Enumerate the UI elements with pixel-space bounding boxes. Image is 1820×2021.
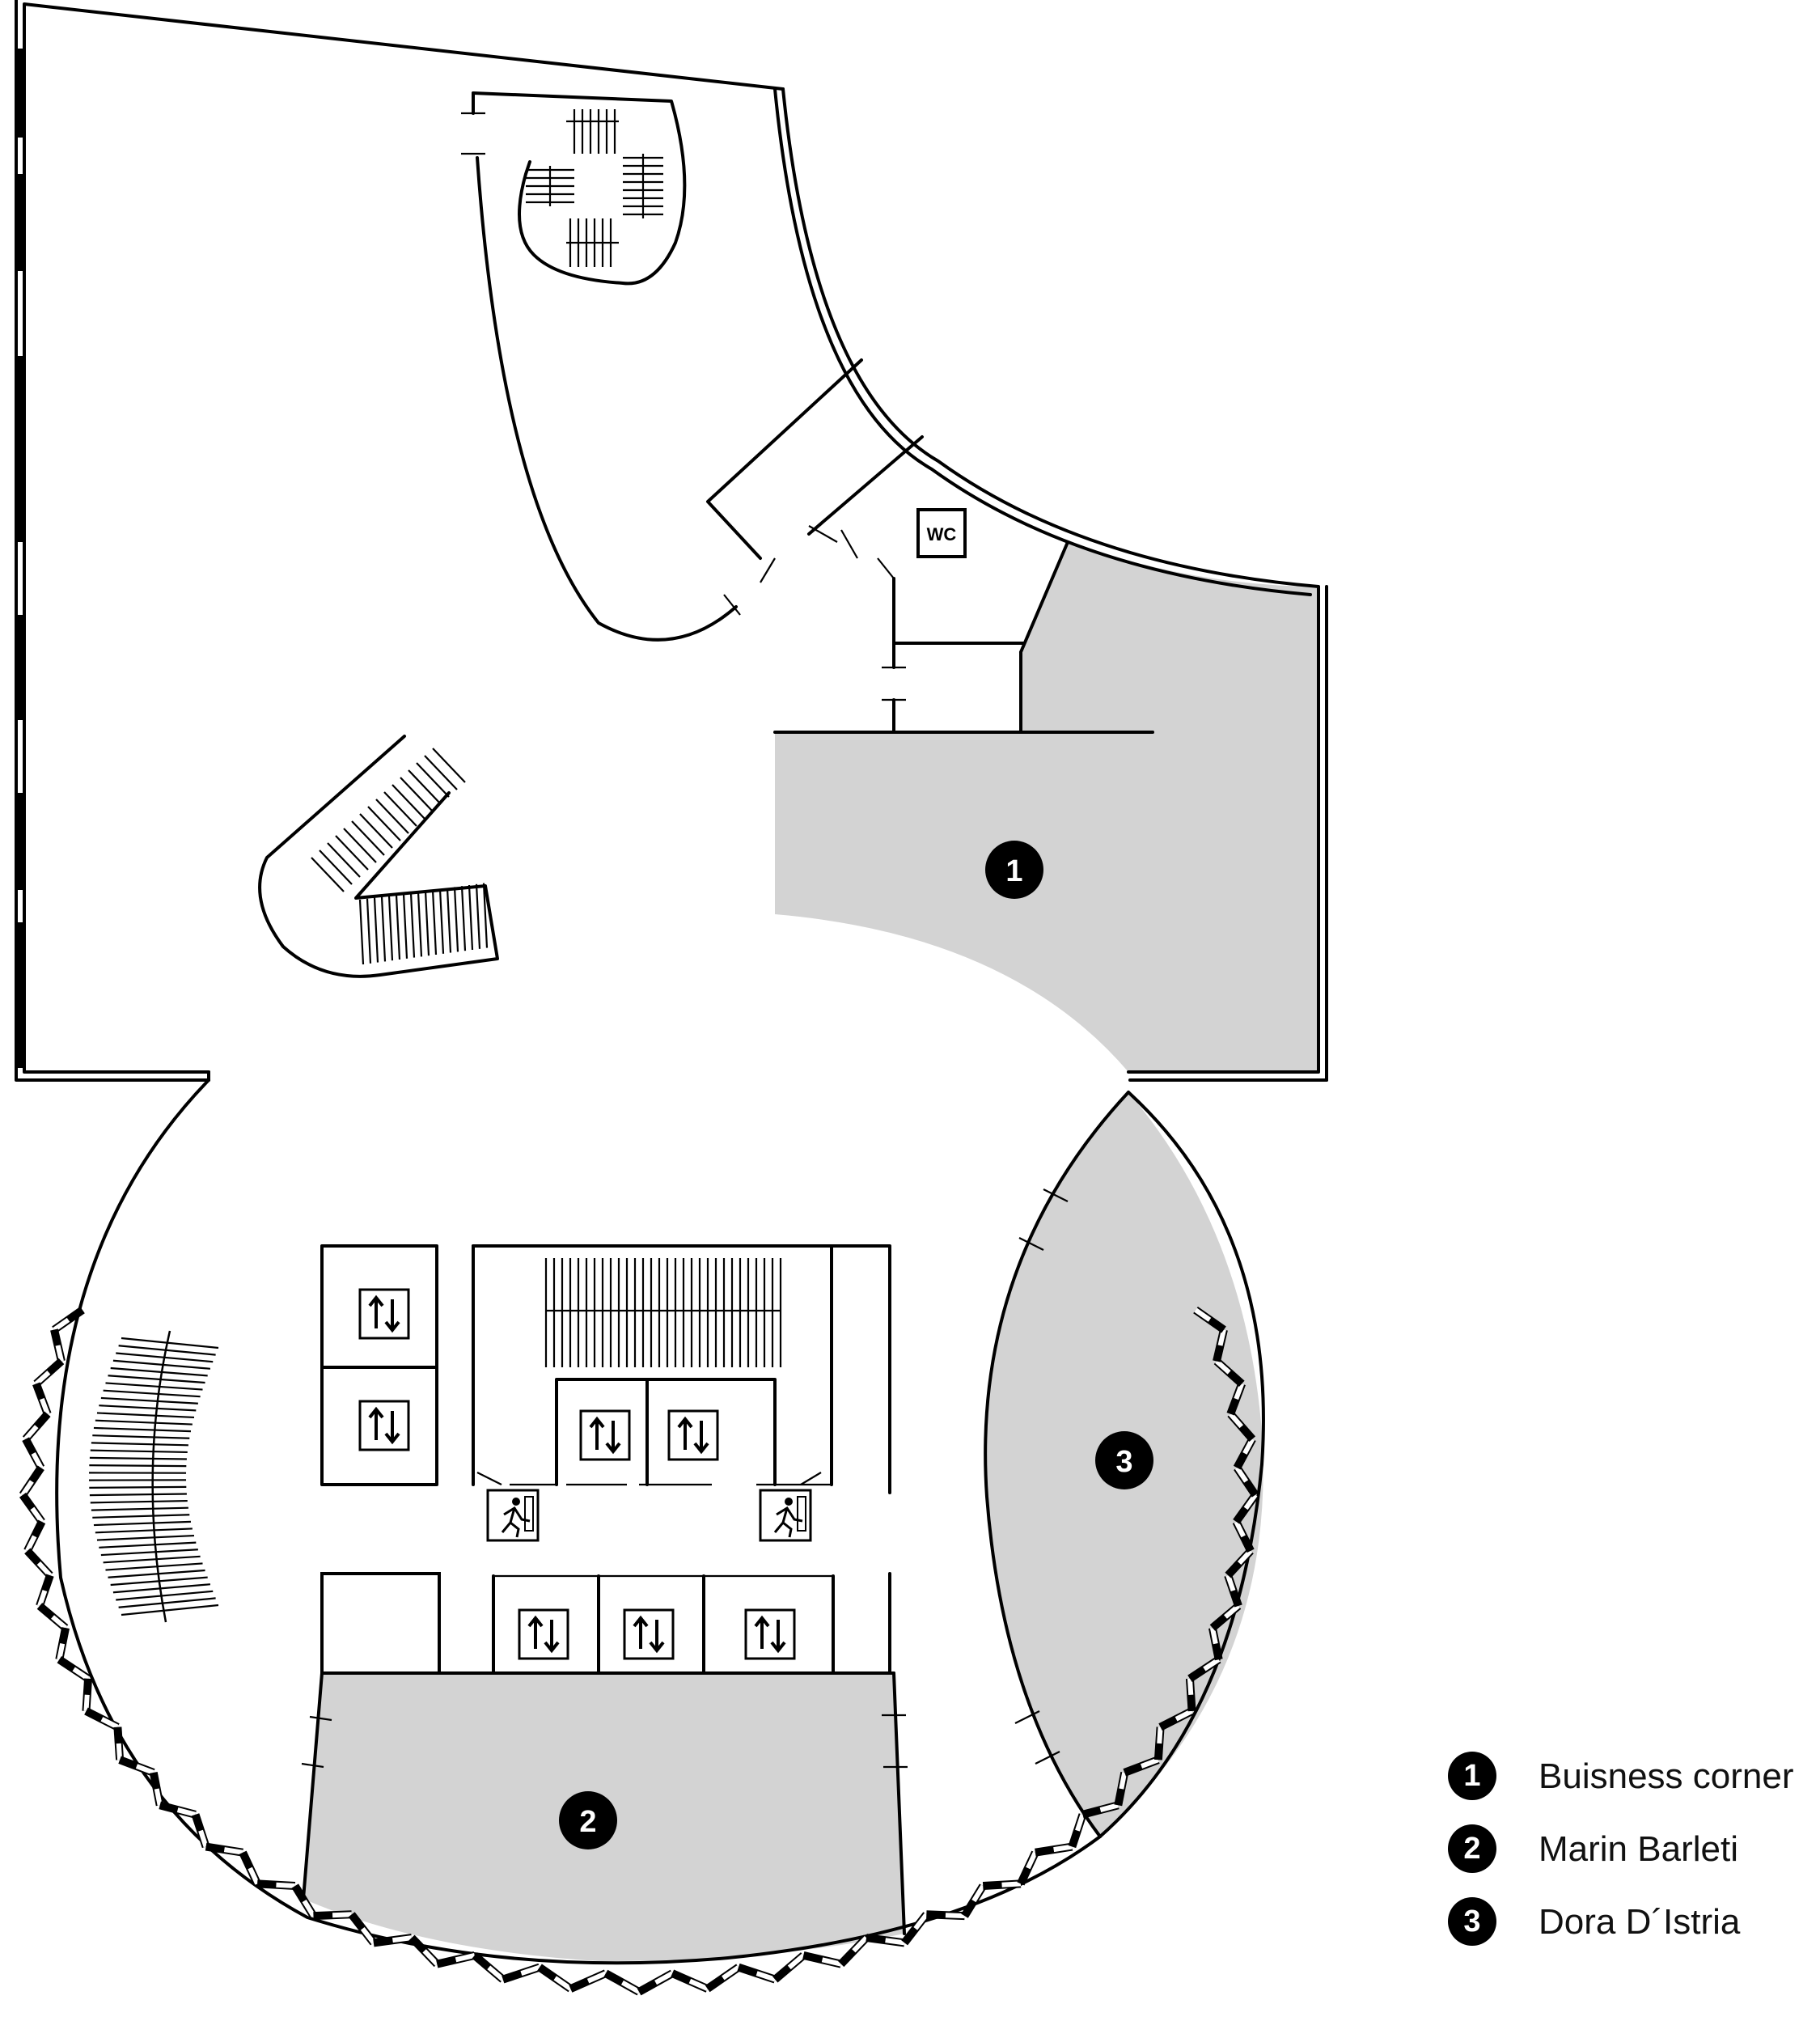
elevator-icon bbox=[358, 1400, 410, 1451]
legend: 1 Buisness corner 2 Marin Barleti 3 Dora… bbox=[1448, 1752, 1812, 1970]
curved-stair-upper-left bbox=[258, 735, 499, 978]
wc-label: WC bbox=[927, 524, 957, 544]
legend-item-dora-distria[interactable]: 3 Dora D´Istria bbox=[1448, 1897, 1812, 1970]
exit-sign-right bbox=[759, 1489, 812, 1542]
marker-3-number: 3 bbox=[1115, 1445, 1132, 1479]
curved-stair-lower-left bbox=[89, 1330, 219, 1623]
marker-1: 1 bbox=[985, 841, 1043, 899]
legend-number-3: 3 bbox=[1448, 1897, 1496, 1946]
elevator-icon bbox=[579, 1409, 631, 1461]
legend-label-2: Marin Barleti bbox=[1539, 1829, 1738, 1869]
legend-item-buisness-corner[interactable]: 1 Buisness corner bbox=[1448, 1752, 1812, 1824]
legend-label-1: Buisness corner bbox=[1539, 1756, 1794, 1796]
wc-sign bbox=[916, 508, 967, 558]
wc-block: WC bbox=[706, 358, 1154, 734]
legend-label-3: Dora D´Istria bbox=[1539, 1902, 1741, 1942]
elevator-icon bbox=[518, 1608, 569, 1660]
elevators bbox=[358, 1288, 796, 1660]
legend-number-1: 1 bbox=[1448, 1752, 1496, 1800]
marker-3: 3 bbox=[1095, 1431, 1153, 1489]
legend-item-marin-barleti[interactable]: 2 Marin Barleti bbox=[1448, 1824, 1812, 1897]
lower-outer-wall bbox=[55, 1070, 1265, 1965]
marker-1-number: 1 bbox=[1005, 854, 1022, 888]
elevator-icon bbox=[358, 1288, 410, 1340]
elevator-icon bbox=[623, 1608, 675, 1660]
core-block bbox=[301, 1244, 908, 1935]
left-facade-windows bbox=[15, 49, 26, 1068]
elevator-icon bbox=[667, 1409, 719, 1461]
legend-number-2: 2 bbox=[1448, 1824, 1496, 1873]
room-buisness-corner[interactable] bbox=[775, 542, 1318, 1072]
marker-2: 2 bbox=[559, 1791, 617, 1849]
zigzag-facade bbox=[19, 1307, 1259, 1996]
spiral-stair-upper bbox=[461, 91, 738, 642]
marker-2-number: 2 bbox=[579, 1805, 596, 1839]
dora-doors bbox=[1014, 1188, 1069, 1765]
exit-sign-left bbox=[486, 1489, 540, 1542]
elevator-icon bbox=[744, 1608, 796, 1660]
